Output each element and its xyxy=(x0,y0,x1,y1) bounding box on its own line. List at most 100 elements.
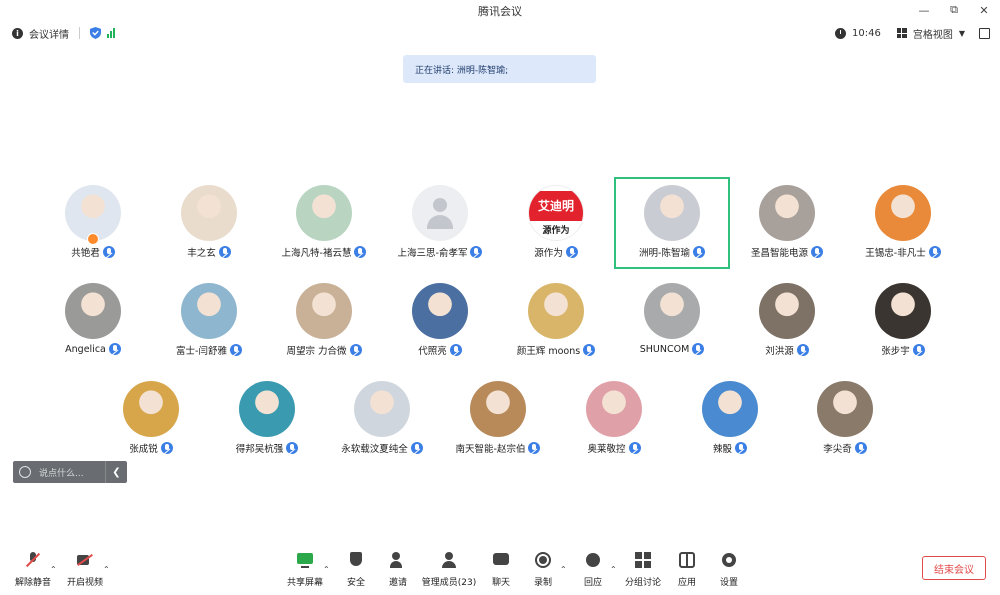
participant-tile[interactable]: 周望宗 力合微 xyxy=(266,275,382,367)
view-mode-label[interactable]: 宫格视图 xyxy=(912,29,953,41)
close-icon[interactable]: ✕ xyxy=(979,3,989,17)
invite-user-icon xyxy=(389,551,407,569)
minimize-icon[interactable]: — xyxy=(918,3,930,17)
mic-muted-icon xyxy=(102,246,115,258)
participant-tile[interactable]: 辣骰 xyxy=(672,373,788,465)
window-title: 腾讯会议 xyxy=(478,5,522,18)
participant-name-row: 周望宗 力合微 xyxy=(286,343,362,357)
mic-muted-icon xyxy=(24,551,42,569)
avatar-logo-subtext: 源作为 xyxy=(542,225,570,236)
apps-icon xyxy=(678,551,696,569)
participant-tile[interactable]: 艾迪明源作为源作为 xyxy=(498,177,614,269)
participant-name-row: 圣昌智能电源 xyxy=(751,245,823,259)
mic-muted-icon xyxy=(628,442,641,454)
emoji-icon[interactable] xyxy=(19,466,31,478)
avatar xyxy=(586,381,642,437)
invite-button[interactable]: 邀请 xyxy=(373,551,423,588)
participant-name-row: SHUNCOM xyxy=(640,343,705,355)
unmute-button[interactable]: 解除静音 xyxy=(8,551,58,588)
mic-muted-icon xyxy=(735,442,747,454)
reaction-icon xyxy=(584,551,602,569)
participant-name-row: 李尖奇 xyxy=(823,441,867,455)
start-video-button[interactable]: 开启视频 xyxy=(60,551,110,588)
avatar xyxy=(239,381,295,437)
record-button[interactable]: 录制 xyxy=(518,551,568,588)
participant-tile[interactable]: 圣昌智能电源 xyxy=(729,177,845,269)
avatar xyxy=(181,185,237,241)
participant-tile[interactable]: 奥莱敬控 xyxy=(556,373,672,465)
chevron-up-icon[interactable]: ⌃ xyxy=(323,565,330,574)
react-button[interactable]: 回应 xyxy=(568,551,618,588)
mic-muted-icon xyxy=(928,246,941,258)
chevron-up-icon[interactable]: ⌃ xyxy=(50,565,57,574)
participant-tile[interactable]: 李尖奇 xyxy=(787,373,903,465)
mic-muted-icon xyxy=(229,344,242,356)
participant-tile[interactable]: 南天智能-赵宗伯 xyxy=(440,373,556,465)
security-shield-icon[interactable] xyxy=(90,27,101,39)
chat-button[interactable]: 聊天 xyxy=(476,551,526,588)
avatar: 艾迪明源作为 xyxy=(528,185,584,241)
participant-tile[interactable]: 张成锐 xyxy=(93,373,209,465)
share-screen-label: 共享屏幕 xyxy=(286,578,323,588)
participant-name: 刘洪源 xyxy=(765,346,794,357)
participant-name-row: 共铯君 xyxy=(71,245,115,259)
record-icon xyxy=(534,551,552,569)
info-bar: i 会议详情 10:46 宫格视图 ▼ xyxy=(0,22,1000,44)
breakout-button[interactable]: 分组讨论 xyxy=(618,551,668,588)
chevron-down-icon[interactable]: ▼ xyxy=(958,28,965,38)
participant-tile[interactable]: 代照亮 xyxy=(382,275,498,367)
chat-placeholder[interactable]: 说点什么... xyxy=(39,468,84,479)
settings-button[interactable]: 设置 xyxy=(704,551,754,588)
share-screen-icon xyxy=(296,551,314,569)
share-screen-button[interactable]: 共享屏幕 xyxy=(280,551,330,588)
chevron-left-icon[interactable]: ❮ xyxy=(105,461,127,483)
participant-tile[interactable]: 富士-闫舒雅 xyxy=(151,275,267,367)
avatar xyxy=(759,283,815,339)
avatar xyxy=(470,381,526,437)
unmute-label: 解除静音 xyxy=(14,578,51,588)
host-badge-icon xyxy=(87,233,99,245)
participant-tile[interactable]: 得邦吴杭强 xyxy=(209,373,325,465)
participant-name-row: 永软载汶夏纯全 xyxy=(341,441,423,455)
participant-tile[interactable]: 张步宇 xyxy=(845,275,961,367)
participant-name-row: Angelica xyxy=(65,343,121,355)
participant-name: 富士-闫舒雅 xyxy=(176,346,227,357)
participant-tile[interactable]: SHUNCOM xyxy=(614,275,730,367)
participant-tile[interactable]: 王锡忠-非凡士 xyxy=(845,177,961,269)
participant-tile[interactable]: Angelica xyxy=(35,275,151,367)
participant-tile[interactable]: 共铯君 xyxy=(35,177,151,269)
participant-tile[interactable]: 洲明-陈智瑜 xyxy=(614,177,730,269)
chat-input-box[interactable]: 说点什么... ❮ xyxy=(13,461,127,483)
chevron-up-icon[interactable]: ⌃ xyxy=(560,565,567,574)
avatar xyxy=(65,185,121,245)
security-label: 安全 xyxy=(346,578,365,588)
meeting-info-label[interactable]: 会议详情 xyxy=(29,29,69,41)
participant-name: 李尖奇 xyxy=(823,444,852,455)
participant-tile[interactable]: 永软载汶夏纯全 xyxy=(324,373,440,465)
participant-name: 南天智能-赵宗伯 xyxy=(455,444,526,455)
info-icon: i xyxy=(12,27,23,39)
restore-icon[interactable]: ⧉ xyxy=(950,3,958,16)
participant-tile[interactable]: 上海凡特-褚云慧 xyxy=(266,177,382,269)
fullscreen-icon[interactable] xyxy=(979,27,990,39)
breakout-label: 分组讨论 xyxy=(624,578,661,588)
avatar xyxy=(123,381,179,437)
security-button[interactable]: 安全 xyxy=(331,551,381,588)
participant-name-row: 张成锐 xyxy=(129,441,173,455)
participant-tile[interactable]: 刘洪源 xyxy=(729,275,845,367)
participant-tile[interactable]: 颜王辉 moons xyxy=(498,275,614,367)
meeting-info[interactable]: i 会议详情 xyxy=(0,26,115,41)
avatar xyxy=(412,185,468,241)
participant-tile[interactable]: 丰之玄 xyxy=(151,177,267,269)
chevron-up-icon[interactable]: ⌃ xyxy=(103,565,110,574)
grid-view-icon[interactable] xyxy=(896,28,907,38)
end-meeting-button[interactable]: 结束会议 xyxy=(922,556,986,580)
network-signal-icon[interactable] xyxy=(107,28,115,38)
apps-button[interactable]: 应用 xyxy=(662,551,712,588)
manage-members-button[interactable]: 管理成员(23) xyxy=(420,551,478,588)
participant-name-row: 得邦吴杭强 xyxy=(236,441,299,455)
participant-name-row: 上海凡特-褚云慧 xyxy=(282,245,367,259)
participant-tile[interactable]: 上海三思-俞孝军 xyxy=(382,177,498,269)
chevron-up-icon[interactable]: ⌃ xyxy=(610,565,617,574)
